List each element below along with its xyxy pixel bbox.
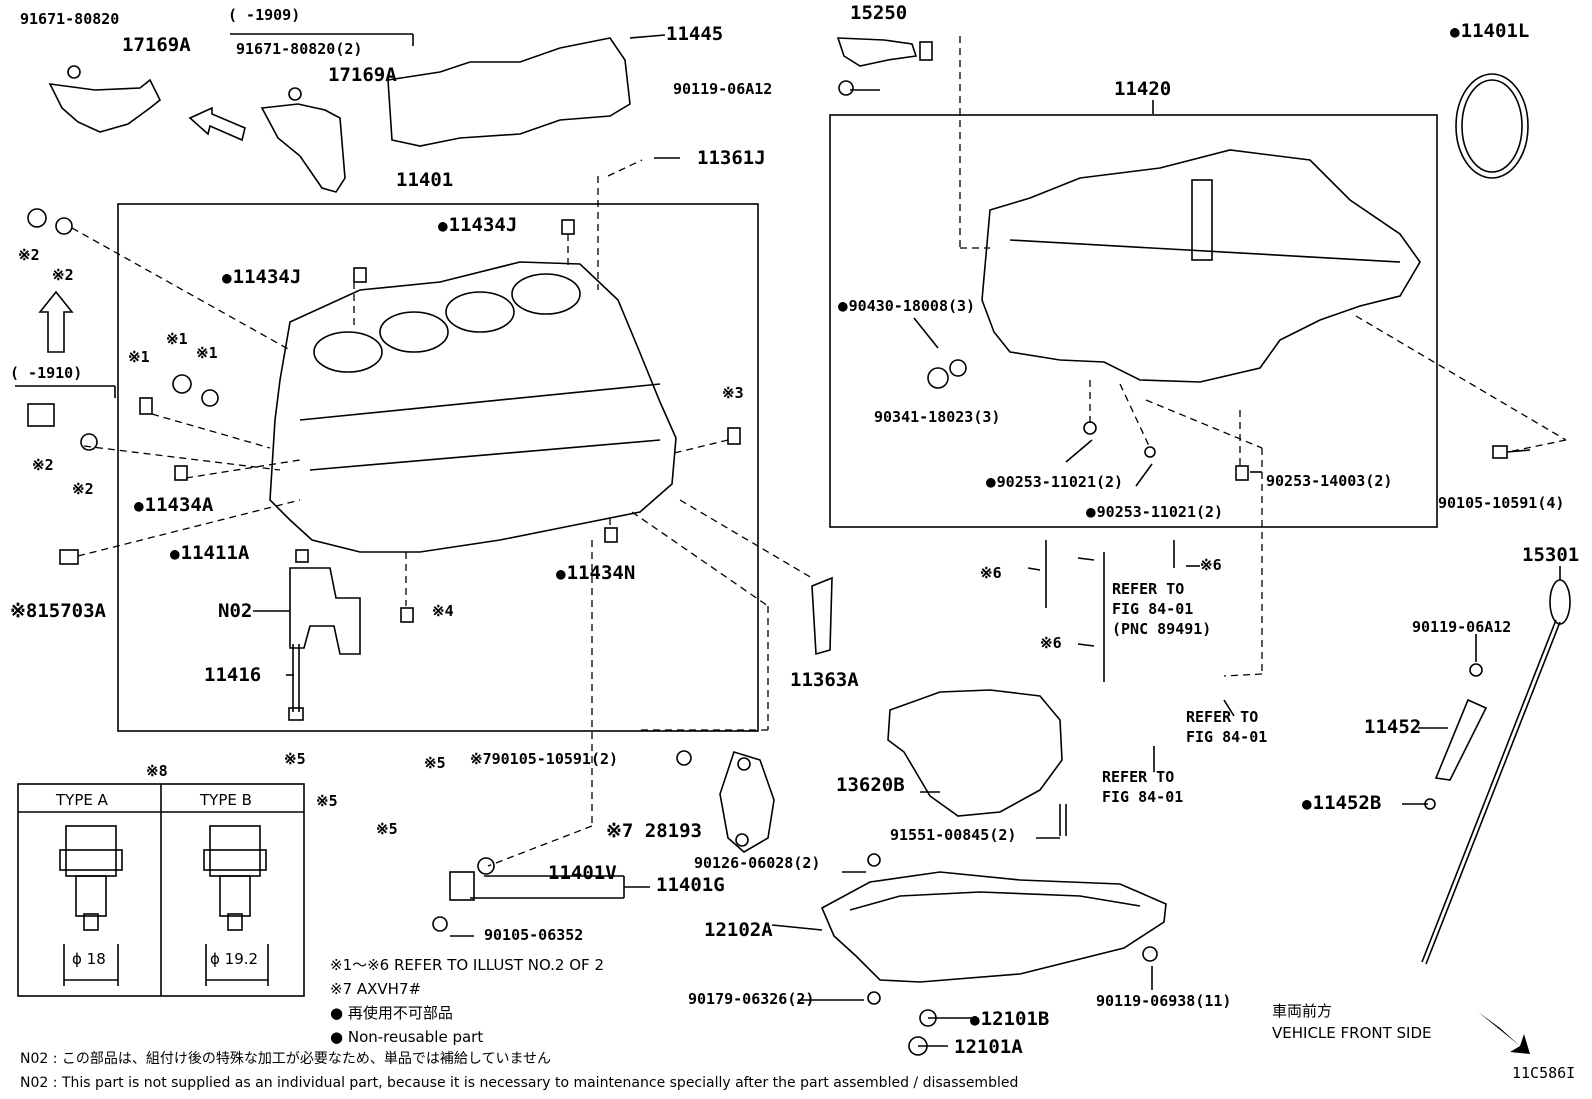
note-front-jp: 車両前方 xyxy=(1272,1002,1333,1020)
note-n02-en: N02 : This part is not supplied as an in… xyxy=(20,1075,1019,1091)
note-nonreusable-jp: ● 再使用不可部品 xyxy=(330,1004,453,1022)
label-11452b[interactable]: 11452B xyxy=(1302,794,1382,813)
legend-type-b: TYPE B xyxy=(200,791,252,809)
arrow-up xyxy=(38,290,74,353)
label-91671-80820-left[interactable]: 91671-80820 xyxy=(20,10,120,28)
label-11401[interactable]: 11401 xyxy=(396,169,454,191)
legend-diameter-a: ϕ 18 xyxy=(72,950,106,968)
arrow-left xyxy=(188,106,246,142)
mark-2-d: ※2 xyxy=(72,480,94,498)
label-12102a[interactable]: 12102A xyxy=(704,919,773,941)
refer-3-line-2[interactable]: FIG 84-01 xyxy=(1102,788,1184,806)
label-90179-06326[interactable]: 90179-06326(2) xyxy=(688,990,815,1008)
oil-pan-12102a xyxy=(820,871,1167,983)
diagram-id: 11C586I xyxy=(1512,1064,1576,1082)
insulator-11445 xyxy=(387,37,631,147)
label-11434j-top[interactable]: 11434J xyxy=(438,216,518,235)
label-11401v[interactable]: 11401V xyxy=(548,862,617,884)
label-15301[interactable]: 15301 xyxy=(1522,544,1580,566)
gasket-28193 xyxy=(719,751,775,853)
refer-2-line-2[interactable]: FIG 84-01 xyxy=(1186,728,1268,746)
refer-1-line-2[interactable]: FIG 84-01 xyxy=(1112,600,1194,618)
legend-title: ※8 xyxy=(146,762,168,780)
mark-6-b: ※6 xyxy=(1040,634,1062,652)
label-11416[interactable]: 11416 xyxy=(204,664,262,686)
label-90105-10591-2[interactable]: ※790105-10591(2) xyxy=(470,750,619,768)
legend-diameter-b: ϕ 19.2 xyxy=(210,950,259,968)
engine-block-group-box xyxy=(117,203,759,732)
label-11452[interactable]: 11452 xyxy=(1364,716,1422,738)
mark-1-a: ※1 xyxy=(166,330,188,348)
note-front-en: VEHICLE FRONT SIDE xyxy=(1272,1024,1432,1042)
refer-1-line-1: REFER TO xyxy=(1112,580,1185,598)
mark-5-d: ※5 xyxy=(376,820,398,838)
mark-2-a: ※2 xyxy=(18,246,40,264)
label-90126-06028[interactable]: 90126-06028(2) xyxy=(694,854,821,872)
label-n02[interactable]: N02 xyxy=(218,600,253,622)
note-n02-jp: N02 : この部品は、組付け後の特殊な加工が必要なため、単品では補給していませ… xyxy=(20,1051,552,1067)
label-11445[interactable]: 11445 xyxy=(666,23,724,45)
oil-pan-upper-group-box xyxy=(829,114,1438,528)
mark-5-a: ※5 xyxy=(284,750,306,768)
label-17169a-right[interactable]: 17169A xyxy=(328,64,397,86)
vehicle-front-arrow xyxy=(1478,1012,1530,1054)
mark-1-b: ※1 xyxy=(128,348,150,366)
label-90105-06352[interactable]: 90105-06352 xyxy=(484,926,584,944)
label-13620b[interactable]: 13620B xyxy=(836,774,905,796)
label-90341-18023[interactable]: 90341-18023(3) xyxy=(874,408,1001,426)
mark-4: ※4 xyxy=(432,602,454,620)
label-90119-06a12-right[interactable]: 90119-06A12 xyxy=(1412,618,1512,636)
refer-1-line-3: (PNC 89491) xyxy=(1112,620,1212,638)
label-11401g[interactable]: 11401G xyxy=(656,874,725,896)
mark-2-c: ※2 xyxy=(32,456,54,474)
mark-2-b: ※2 xyxy=(52,266,74,284)
label-90119-06a12-top[interactable]: 90119-06A12 xyxy=(673,80,773,98)
mark-6-a: ※6 xyxy=(980,564,1002,582)
refer-3-line-1: REFER TO xyxy=(1102,768,1175,786)
engine-block-11401 xyxy=(269,261,677,553)
label-90253-14003[interactable]: 90253-14003(2) xyxy=(1266,472,1393,490)
note-axvh7: ※7 AXVH7# xyxy=(330,980,422,998)
label-15703a[interactable]: ※815703A xyxy=(10,600,106,622)
label-12101a[interactable]: 12101A xyxy=(954,1036,1023,1058)
label-17169a-left[interactable]: 17169A xyxy=(122,34,191,56)
label-91671-80820-right[interactable]: 91671-80820(2) xyxy=(236,40,363,58)
label-28193[interactable]: ※7 28193 xyxy=(606,820,702,842)
mark-5-b: ※5 xyxy=(424,754,446,772)
label-11363a[interactable]: 11363A xyxy=(790,669,859,691)
label-range-1909: ( -1909) xyxy=(228,6,301,24)
mark-6-c: ※6 xyxy=(1200,556,1222,574)
label-11420[interactable]: 11420 xyxy=(1114,78,1172,100)
oil-pan-upper-11420 xyxy=(981,149,1421,383)
mark-5-c: ※5 xyxy=(316,792,338,810)
label-11434j-left[interactable]: 11434J xyxy=(222,268,302,287)
bracket-17169a-right xyxy=(260,103,346,193)
note-refer-illust: ※1～※6 REFER TO ILLUST NO.2 OF 2 xyxy=(330,956,604,974)
label-11434n[interactable]: 11434N xyxy=(556,564,636,583)
oil-pump-13620b xyxy=(887,689,1063,817)
bearing-cap-n02 xyxy=(289,567,361,655)
label-11434a[interactable]: 11434A xyxy=(134,496,214,515)
label-90253-11021-a[interactable]: 90253-11021(2) xyxy=(986,474,1123,490)
label-90119-06938[interactable]: 90119-06938(11) xyxy=(1096,992,1232,1010)
label-91551-00845[interactable]: 91551-00845(2) xyxy=(890,826,1017,844)
label-11411a[interactable]: 11411A xyxy=(170,544,250,563)
dipstick-guide-11452 xyxy=(1434,698,1488,781)
bracket-17169a-left xyxy=(48,78,162,133)
mark-1-c: ※1 xyxy=(196,344,218,362)
label-11361j[interactable]: 11361J xyxy=(697,147,766,169)
label-90105-10591-4[interactable]: 90105-10591(4) xyxy=(1438,494,1565,512)
label-12101b[interactable]: 12101B xyxy=(970,1010,1050,1029)
label-90430-18008[interactable]: 90430-18008(3) xyxy=(838,298,975,314)
label-range-1910: ( -1910) xyxy=(10,364,83,382)
legend-type-a: TYPE A xyxy=(56,791,108,809)
refer-2-line-1: REFER TO xyxy=(1186,708,1259,726)
label-15250[interactable]: 15250 xyxy=(850,2,908,24)
label-90253-11021-b[interactable]: 90253-11021(2) xyxy=(1086,504,1223,520)
mark-3: ※3 xyxy=(722,384,744,402)
label-11401l[interactable]: 11401L xyxy=(1450,22,1530,41)
note-nonreusable-en: ● Non-reusable part xyxy=(330,1028,484,1046)
